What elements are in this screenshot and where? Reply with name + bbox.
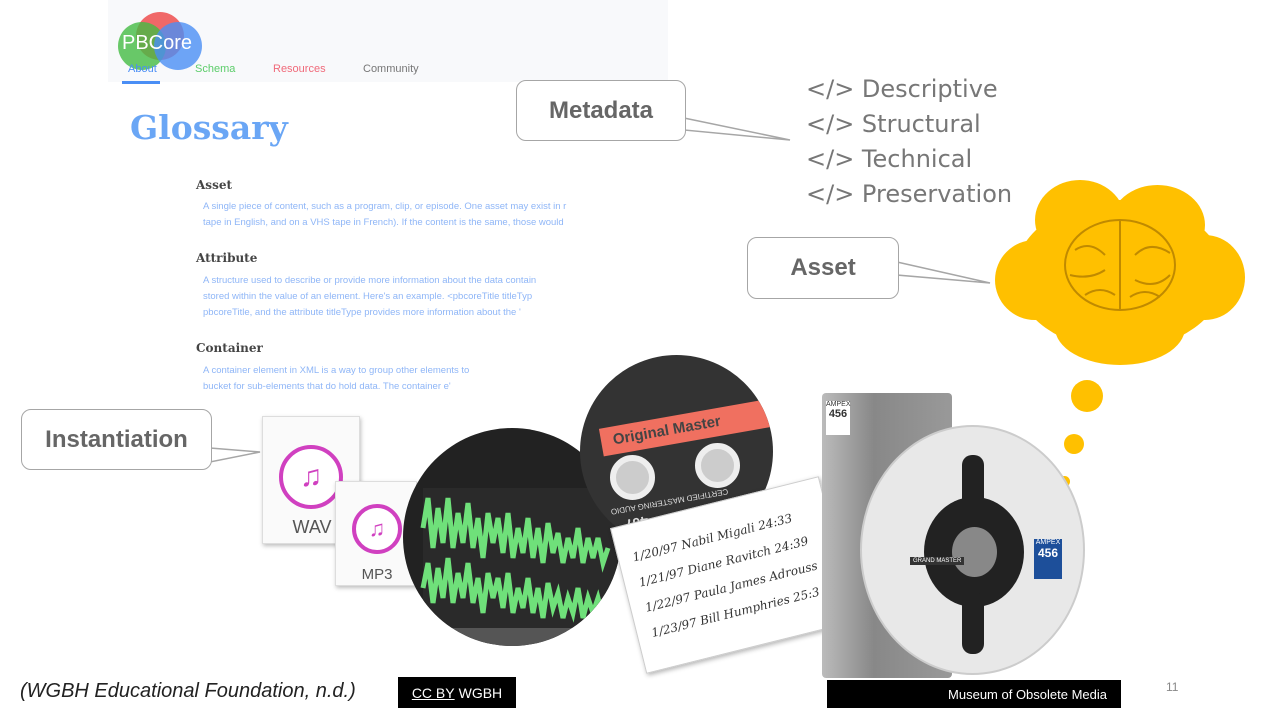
license-badge: CC BY WGBH bbox=[398, 677, 516, 708]
callout-metadata: Metadata bbox=[516, 80, 686, 141]
thought-cloud-brain-icon bbox=[995, 180, 1245, 365]
nav-community[interactable]: Community bbox=[363, 63, 419, 75]
citation: (WGBH Educational Foundation, n.d.) bbox=[20, 680, 356, 702]
brand: AMPEX bbox=[1035, 539, 1061, 546]
page-title: Glossary bbox=[130, 108, 288, 147]
cassette-label: Original Master bbox=[598, 397, 773, 457]
nav-schema[interactable]: Schema bbox=[195, 63, 236, 75]
thought-bubble-dot bbox=[1071, 380, 1103, 412]
slide-number: 11 bbox=[1166, 680, 1179, 694]
brain-icon bbox=[1064, 219, 1176, 311]
definition-line: pbcoreTitle, and the attribute titleType… bbox=[203, 307, 521, 318]
metadata-types-list: </> Descriptive </> Structural </> Techn… bbox=[806, 72, 1012, 212]
cc-by-link[interactable]: CC BY bbox=[411, 684, 455, 701]
definition-line: A single piece of content, such as a pro… bbox=[203, 201, 567, 212]
glossary-term: Container bbox=[196, 341, 263, 355]
callout-instantiation: Instantiation bbox=[21, 409, 212, 470]
brand: AMPEX bbox=[826, 401, 851, 408]
file-type-label: WAV bbox=[292, 517, 332, 537]
number: 456 bbox=[1037, 546, 1059, 560]
metadata-type-structural: </> Structural bbox=[806, 110, 981, 138]
pbcore-website-screenshot: PBCore About Schema Resources Community … bbox=[108, 0, 668, 410]
glossary-definition: A container element in XML is a way to g… bbox=[203, 363, 513, 395]
file-type-label: MP3 bbox=[361, 566, 393, 583]
nav-resources[interactable]: Resources bbox=[273, 63, 326, 75]
metadata-type-preservation: </> Preservation bbox=[806, 180, 1013, 208]
music-note-icon: ♫ bbox=[352, 504, 402, 554]
glossary-term: Attribute bbox=[196, 251, 258, 265]
callout-asset: Asset bbox=[747, 237, 899, 299]
photo-credit: Museum of Obsolete Media bbox=[827, 680, 1121, 708]
definition-line: A container element in XML is a way to g… bbox=[203, 365, 470, 376]
metadata-type-descriptive: </> Descriptive bbox=[806, 75, 998, 103]
thought-bubble-dot bbox=[1064, 434, 1084, 454]
metadata-type-technical: </> Technical bbox=[806, 145, 973, 173]
number: 456 bbox=[828, 408, 848, 420]
glossary-definition: A single piece of content, such as a pro… bbox=[203, 199, 613, 231]
reel-label: GRAND MASTER bbox=[910, 557, 965, 565]
music-note-icon: ♫ bbox=[279, 445, 343, 509]
glossary-term: Asset bbox=[196, 178, 232, 192]
definition-line: stored within the value of an element. H… bbox=[203, 291, 533, 302]
active-tab-indicator bbox=[122, 81, 160, 84]
definition-line: bucket for sub-elements that do hold dat… bbox=[203, 381, 451, 392]
nav-about[interactable]: About bbox=[128, 63, 157, 75]
license-owner: WGBH bbox=[458, 684, 503, 701]
pbcore-logo: PBCore bbox=[116, 12, 206, 70]
glossary-definition: A structure used to describe or provide … bbox=[203, 273, 598, 321]
definition-line: A structure used to describe or provide … bbox=[203, 275, 537, 286]
definition-line: tape in English, and on a VHS tape in Fr… bbox=[203, 217, 564, 228]
